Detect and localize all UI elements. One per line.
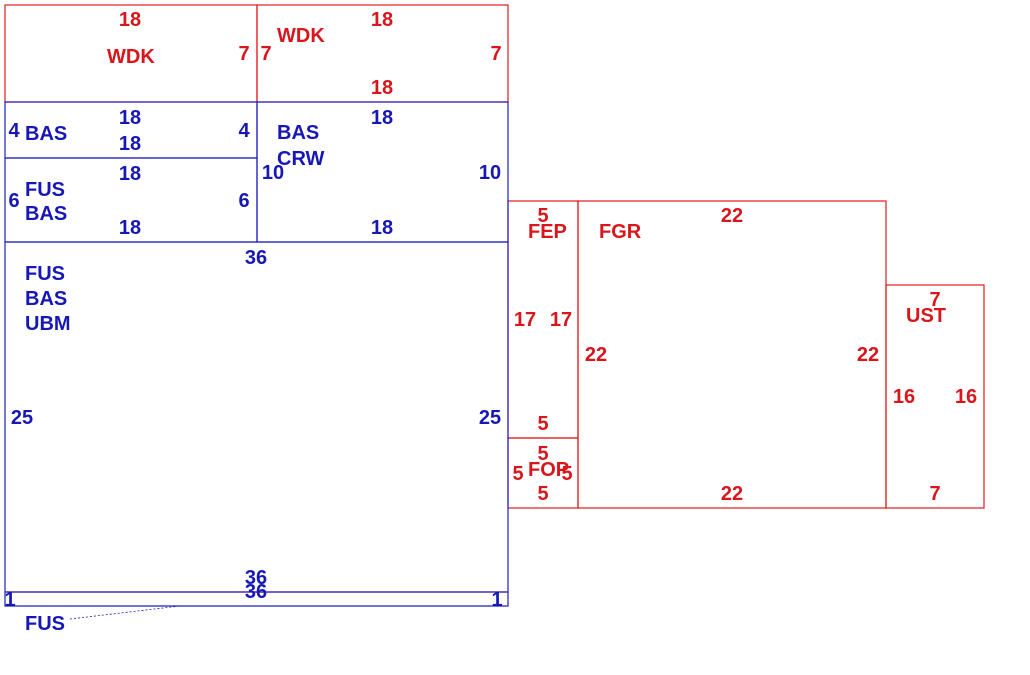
- fus-strip-outline: [4, 592, 509, 607]
- bas-top-top-dim: 18: [119, 107, 141, 129]
- fus-strip-top-dim: 36: [245, 581, 267, 603]
- fus-bas-ubm-label-line1: FUS: [25, 263, 65, 285]
- bas-crw-label-line1: BAS: [277, 122, 319, 144]
- fus-bas-ubm-right-dim: 25: [479, 407, 501, 429]
- fus-bas-top-dim: 18: [119, 163, 141, 185]
- fus-bas-left-dim: 6: [8, 190, 19, 212]
- ust-right-dim: 16: [955, 386, 977, 408]
- fgr-label: FGR: [599, 221, 642, 243]
- fus-bas-ubm-label-line2: BAS: [25, 288, 67, 310]
- fep-right-dim: 17: [550, 309, 572, 331]
- bas-crw-label-line2: CRW: [277, 148, 325, 170]
- fgr-top-dim: 22: [721, 205, 743, 227]
- fgr-right-dim: 22: [857, 344, 879, 366]
- wdk-left-right-dim: 7: [238, 43, 249, 65]
- fgr-left-dim: 22: [585, 344, 607, 366]
- fop-right-dim: 5: [561, 463, 572, 485]
- fep-label: FEP: [528, 221, 567, 243]
- fop-top-dim: 5: [537, 443, 548, 465]
- bas-top-left-dim: 4: [8, 120, 20, 142]
- ust-label: UST: [906, 305, 946, 327]
- fus-strip-label: FUS: [25, 613, 65, 635]
- fop-label: FOP: [528, 459, 569, 481]
- fus-bas-bottom-dim: 18: [119, 217, 141, 239]
- fep-bottom-dim: 5: [537, 413, 548, 435]
- fep-top-dim: 5: [537, 205, 548, 227]
- fop-bottom-dim: 5: [537, 483, 548, 505]
- wdk-right-bottom-dim: 18: [371, 77, 393, 99]
- fus-bas-right-dim: 6: [238, 190, 249, 212]
- fus-bas-ubm-label-line3: UBM: [25, 313, 71, 335]
- fus-label-leader: [69, 605, 181, 620]
- bas-top-right-dim: 4: [238, 120, 250, 142]
- wdk-left-label: WDK: [107, 46, 155, 68]
- ust-outline: [885, 284, 985, 509]
- bas-top-bottom-dim: 18: [119, 133, 141, 155]
- fus-bas-label-line1: FUS: [25, 179, 65, 201]
- fus-bas-ubm-bottom-dim: 36: [245, 567, 267, 589]
- ust-left-dim: 16: [893, 386, 915, 408]
- wdk-right-right-dim: 7: [490, 43, 501, 65]
- fep-left-dim: 17: [514, 309, 536, 331]
- wdk-right-label: WDK: [277, 25, 325, 47]
- fus-strip-left-dim: 1: [4, 589, 15, 611]
- wdk-right-left-dim: 7: [260, 43, 271, 65]
- fus-strip-right-dim: 1: [491, 589, 502, 611]
- ust-top-dim: 7: [929, 289, 940, 311]
- fus-bas-ubm-left-dim: 25: [11, 407, 33, 429]
- fop-left-dim: 5: [512, 463, 523, 485]
- wdk-left-top-dim: 18: [119, 9, 141, 31]
- ust-bottom-dim: 7: [929, 483, 940, 505]
- bas-crw-left-dim: 10: [262, 162, 284, 184]
- fgr-bottom-dim: 22: [721, 483, 743, 505]
- bas-crw-top-dim: 18: [371, 107, 393, 129]
- bas-crw-right-dim: 10: [479, 162, 501, 184]
- fus-bas-label-line2: BAS: [25, 203, 67, 225]
- fus-bas-ubm-top-dim: 36: [245, 247, 267, 269]
- wdk-right-top-dim: 18: [371, 9, 393, 31]
- fus-bas-ubm-outline: [4, 241, 509, 593]
- bas-crw-bottom-dim: 18: [371, 217, 393, 239]
- bas-top-label: BAS: [25, 123, 67, 145]
- fgr-outline: [577, 200, 887, 509]
